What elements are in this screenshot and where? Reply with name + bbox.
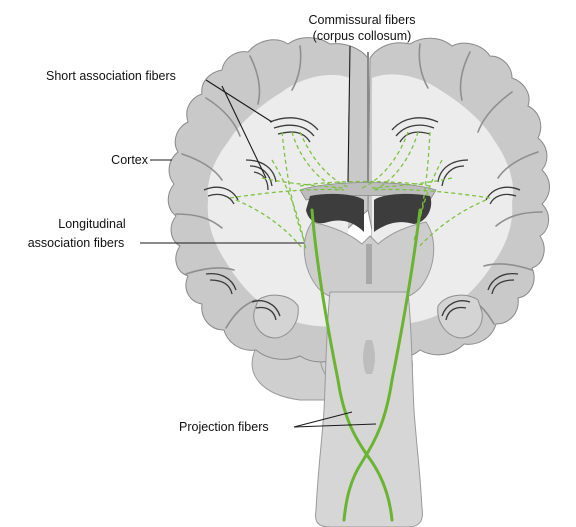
brainstem — [316, 292, 423, 527]
label-commissural-line1: Commissural fibers — [309, 13, 416, 27]
label-commissural-line2: (corpus collosum) — [313, 29, 412, 43]
cerebral-aqueduct — [363, 340, 375, 374]
label-longitudinal-line2: association fibers — [28, 236, 125, 250]
label-projection: Projection fibers — [179, 420, 269, 434]
label-longitudinal-line1: Longitudinal — [58, 217, 125, 231]
label-short-association: Short association fibers — [46, 69, 176, 83]
label-cortex: Cortex — [111, 153, 149, 167]
third-ventricle — [366, 244, 372, 284]
